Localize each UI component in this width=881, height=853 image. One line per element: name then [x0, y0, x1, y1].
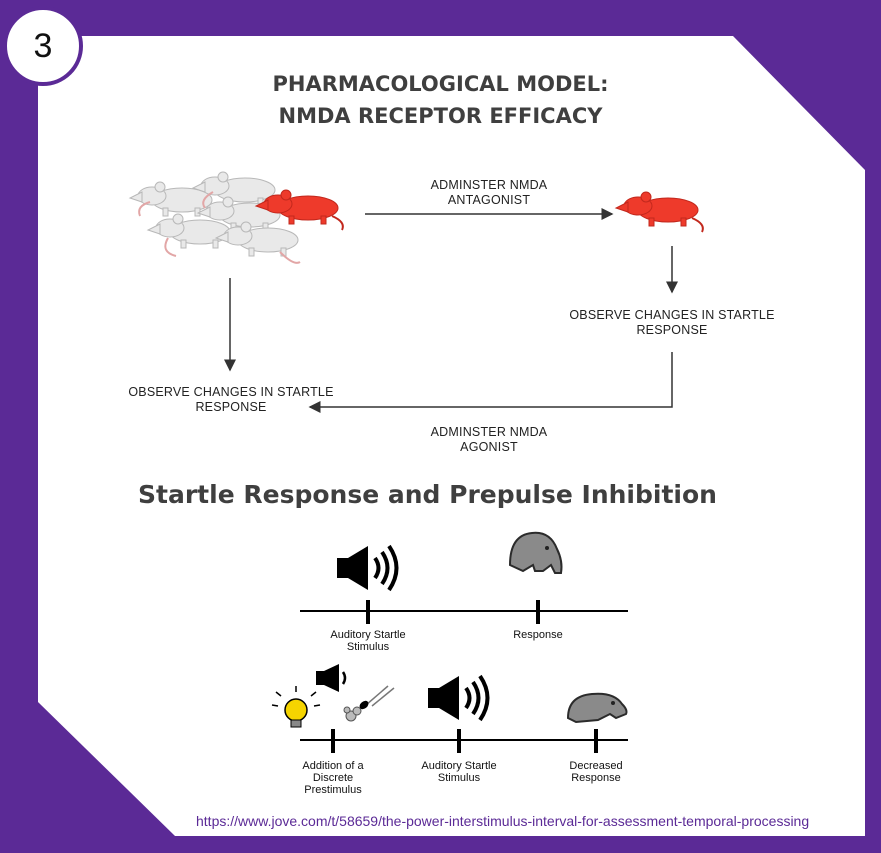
- agonist-label-line1: ADMINSTER NMDA: [430, 425, 548, 439]
- observe-right-label: OBSERVE CHANGES IN STARTLE RESPONSE: [552, 308, 792, 338]
- slide-number-badge: 3: [3, 6, 83, 86]
- decreased-response-label: Decreased Response: [546, 760, 646, 784]
- calm-rat-icon: [566, 692, 628, 724]
- antagonist-label-line2: ANTAGONIST: [447, 193, 531, 207]
- red-rat-in-group: [255, 189, 344, 231]
- top-stimulus-line1: Auditory Startle: [330, 629, 406, 641]
- source-url-link[interactable]: https://www.jove.com/t/58659/the-power-i…: [196, 813, 810, 829]
- decreased-line2: Response: [571, 772, 621, 784]
- model-title-line2: NMDA RECEPTOR EFFICACY: [278, 104, 603, 128]
- bottom-stimulus-label: Auditory Startle Stimulus: [399, 760, 519, 784]
- model-title-line1: PHARMACOLOGICAL MODEL:: [272, 72, 609, 96]
- speaker-icon-large-top: [337, 544, 399, 592]
- slide-number: 3: [33, 26, 53, 65]
- arrow-agonist: [308, 352, 673, 413]
- agonist-label-line2: AGONIST: [460, 440, 518, 454]
- red-rat-single: [615, 191, 704, 233]
- observe-right-line1: OBSERVE CHANGES IN STARTLE: [569, 308, 775, 322]
- speaker-icon-small: [316, 664, 347, 692]
- light-bulb-icon: [271, 686, 321, 728]
- observe-left-line1: OBSERVE CHANGES IN STARTLE: [128, 385, 334, 399]
- model-title: PHARMACOLOGICAL MODEL: NMDA RECEPTOR EFF…: [0, 68, 881, 132]
- observe-left-line2: RESPONSE: [195, 400, 267, 414]
- decreased-line1: Decreased: [569, 760, 623, 772]
- prestimulus-label: Addition of a Discrete Prestimulus: [283, 760, 383, 796]
- antagonist-label-line1: ADMINSTER NMDA: [430, 178, 548, 192]
- startled-rat-icon: [508, 531, 563, 574]
- prestimulus-line1: Addition of a: [302, 760, 364, 772]
- speaker-icon-large-bottom: [428, 674, 490, 722]
- top-response-label: Response: [513, 629, 563, 641]
- bottom-stimulus-line2: Stimulus: [437, 772, 481, 784]
- bottom-stimulus-line1: Auditory Startle: [421, 760, 497, 772]
- white-rat-group: [129, 171, 301, 264]
- prestimulus-line3: Prestimulus: [304, 784, 362, 796]
- top-stimulus-label: Auditory Startle Stimulus: [308, 629, 428, 653]
- air-puff-icon: [343, 685, 395, 722]
- observe-right-line2: RESPONSE: [636, 323, 708, 337]
- top-stimulus-line2: Stimulus: [346, 641, 390, 653]
- agonist-label: ADMINSTER NMDA AGONIST: [394, 425, 584, 455]
- startle-title: Startle Response and Prepulse Inhibition: [138, 480, 717, 509]
- prestimulus-line2: Discrete: [312, 772, 354, 784]
- observe-left-label: OBSERVE CHANGES IN STARTLE RESPONSE: [113, 385, 349, 415]
- antagonist-label: ADMINSTER NMDA ANTAGONIST: [394, 178, 584, 208]
